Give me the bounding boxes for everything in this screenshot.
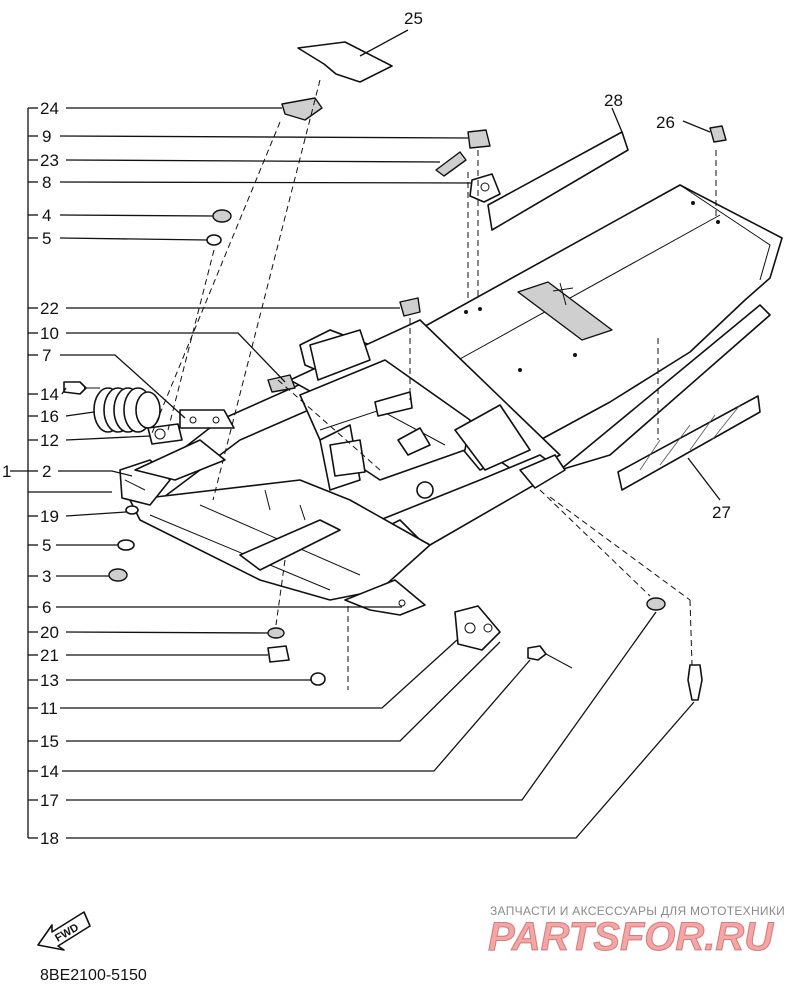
part-26-cap xyxy=(709,125,727,143)
callout-12: 12 xyxy=(40,431,59,450)
part-21-nut xyxy=(267,645,290,663)
callout-17: 17 xyxy=(40,791,59,810)
part-20-washer xyxy=(267,627,285,639)
callout-5-lower: 5 xyxy=(42,536,51,555)
callout-16: 16 xyxy=(40,407,59,426)
callout-2: 2 xyxy=(42,462,51,481)
callout-22: 22 xyxy=(40,299,59,318)
part-22-pad xyxy=(399,297,421,317)
part-16-coil xyxy=(93,387,161,433)
assembly-guides xyxy=(149,79,717,690)
part-7-bracket xyxy=(179,409,235,429)
callout-11: 11 xyxy=(40,699,58,718)
part-3-grommet xyxy=(108,568,128,582)
callout-14-lower: 14 xyxy=(40,762,59,781)
part-23-pad xyxy=(435,151,467,177)
callout-14-upper: 14 xyxy=(40,385,59,404)
diagram-part-code: 8BE2100-5150 xyxy=(40,967,147,984)
callout-1: 1 xyxy=(2,462,11,481)
callout-8: 8 xyxy=(42,173,51,192)
part-5-collar xyxy=(206,234,222,246)
callout-28: 28 xyxy=(604,91,623,110)
part-4-grommet xyxy=(212,209,232,223)
callout-9: 9 xyxy=(42,127,51,146)
callout-19: 19 xyxy=(40,507,59,526)
part-18-rivet xyxy=(687,664,703,701)
callout-7: 7 xyxy=(42,346,51,365)
callout-labels-left: 24 9 23 8 4 5 22 10 7 14 16 12 1 2 19 5 … xyxy=(2,99,59,848)
callout-25: 25 xyxy=(404,9,423,28)
part-27-emblem xyxy=(617,395,761,491)
part-5-lower-collar xyxy=(117,539,135,551)
part-14-bolt-right xyxy=(527,645,547,661)
callout-labels-top: 25 28 26 27 xyxy=(404,9,731,522)
callout-21: 21 xyxy=(40,646,59,665)
part-14-bolt xyxy=(63,381,87,395)
watermark-tagline: ЗАПЧАСТИ И АКСЕССУАРЫ ДЛЯ МОТОТЕХНИКИ xyxy=(490,904,785,918)
part-15-damper xyxy=(454,605,501,651)
callout-13: 13 xyxy=(40,671,59,690)
fwd-arrow-icon: FWD xyxy=(37,911,91,951)
part-9-cap xyxy=(467,129,491,149)
callout-5-upper: 5 xyxy=(42,229,51,248)
callout-23: 23 xyxy=(40,151,59,170)
part-25-panel xyxy=(297,41,393,83)
callout-26: 26 xyxy=(656,113,675,132)
callout-24: 24 xyxy=(40,99,59,118)
callout-18: 18 xyxy=(40,829,59,848)
callout-10: 10 xyxy=(40,324,59,343)
part-24-pad xyxy=(281,97,323,121)
callout-3: 3 xyxy=(42,567,51,586)
watermark: ЗАПЧАСТИ И АКСЕССУАРЫ ДЛЯ МОТОТЕХНИКИ PA… xyxy=(488,904,785,960)
watermark-brand: PARTSFOR.RU xyxy=(488,915,774,959)
callout-20: 20 xyxy=(40,623,59,642)
callout-6: 6 xyxy=(42,598,51,617)
left-parts xyxy=(63,41,501,686)
callout-bracket xyxy=(10,108,29,838)
callout-27: 27 xyxy=(712,503,731,522)
callout-4: 4 xyxy=(42,206,51,225)
right-parts xyxy=(454,125,761,701)
part-13-ring xyxy=(310,672,326,686)
leader-lines xyxy=(28,29,721,839)
part-28-strip xyxy=(487,131,629,231)
part-8-bracket xyxy=(469,173,501,203)
rear-frame-assembly xyxy=(119,319,566,616)
part-17-button xyxy=(646,597,666,611)
part-19-collar xyxy=(125,505,139,515)
callout-15: 15 xyxy=(40,732,59,751)
